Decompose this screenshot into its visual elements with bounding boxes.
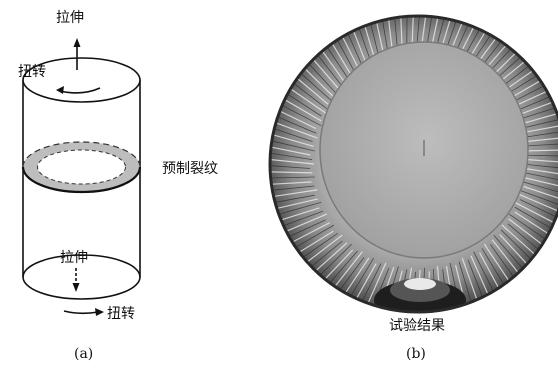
label-test-result: 试验结果 — [389, 318, 445, 334]
label-tension-bottom: 拉伸 — [60, 250, 88, 266]
label-precrack: 预制裂纹 — [162, 161, 218, 177]
cylinder-diagram: 拉伸 扭转 预制裂纹 拉伸 扭转 (a) — [18, 10, 218, 362]
torsion-arrow-bottom-icon — [64, 308, 104, 316]
caption-b: (b) — [406, 346, 426, 362]
label-torsion-top: 扭转 — [18, 64, 46, 80]
label-torsion-bottom: 扭转 — [107, 306, 135, 322]
label-tension-top: 拉伸 — [56, 10, 84, 26]
fracture-surface-photo: 试验结果 (b) — [270, 16, 558, 362]
tension-arrow-down-icon — [73, 268, 80, 292]
precrack-ring — [23, 142, 140, 192]
caption-a: (a) — [74, 346, 93, 362]
